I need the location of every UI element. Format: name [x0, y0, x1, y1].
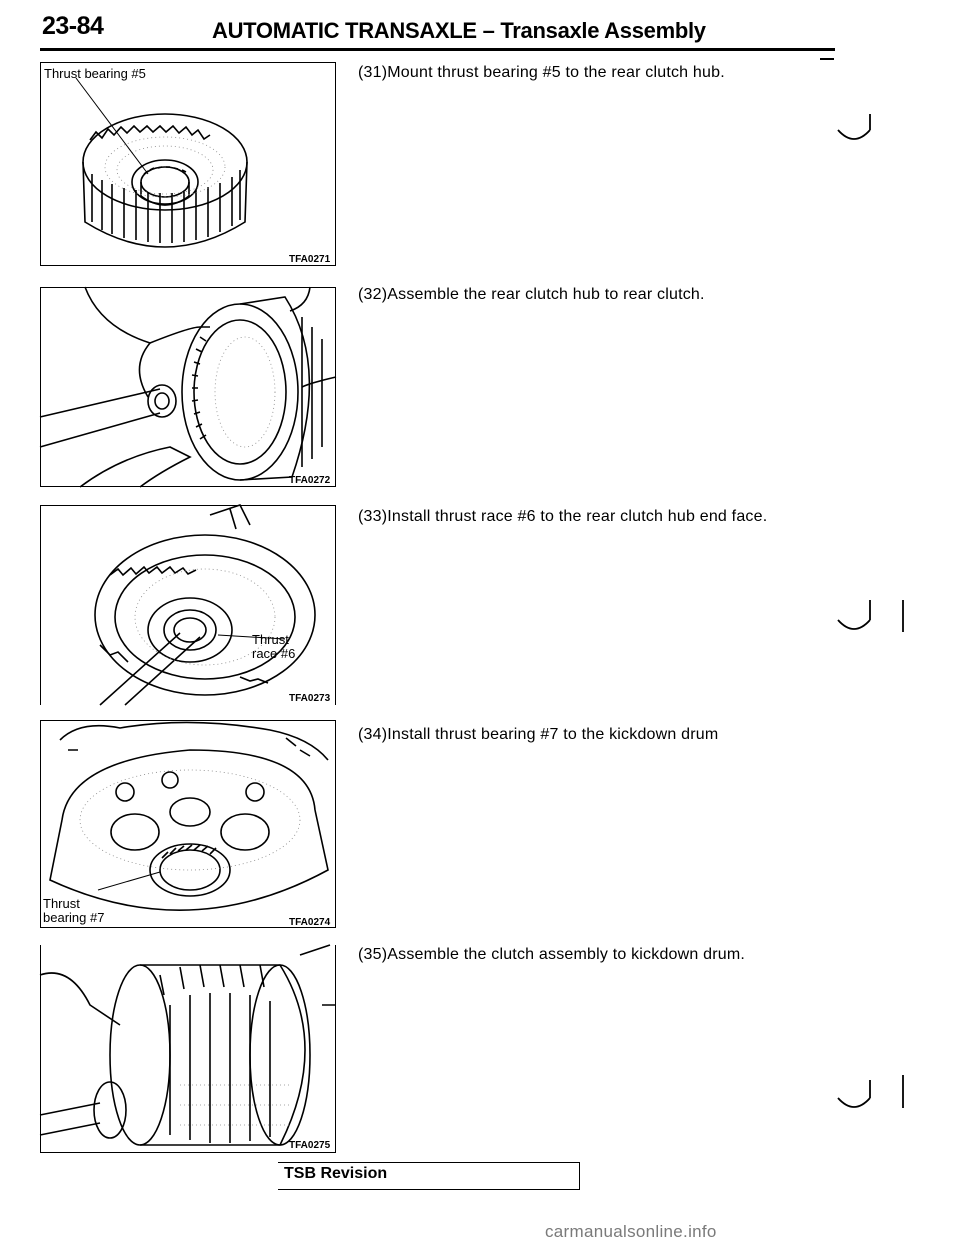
margin-marks [837, 114, 904, 1108]
step-31: (31)Mount thrust bearing #5 to the rear … [358, 64, 725, 82]
figure-3-label-line2: race #6 [252, 646, 296, 661]
figure-1-illustration [75, 77, 248, 248]
step-33-text: Install thrust race #6 to the rear clutc… [387, 508, 768, 525]
header-dash [820, 58, 834, 60]
figure-frame-3 [40, 505, 336, 705]
watermark[interactable]: carmanualsonline.info [545, 1222, 717, 1241]
figure-4-label-line2: bearing #7 [43, 910, 105, 925]
figure-frame-4 [40, 720, 336, 928]
figure-4-label-line1: Thrust [43, 896, 80, 911]
step-34-text: Install thrust bearing #7 to the kickdow… [387, 726, 719, 743]
figure-3-label: Thrust race #6 [252, 633, 295, 661]
figure-5-code: TFA0275 [289, 1140, 331, 1151]
step-34: (34)Install thrust bearing #7 to the kic… [358, 726, 718, 744]
step-35-text: Assemble the clutch assembly to kickdown… [387, 946, 746, 963]
tsb-revision-label: TSB Revision [284, 1165, 388, 1182]
page-title: AUTOMATIC TRANSAXLE – Transaxle Assembly [212, 18, 706, 43]
step-32: (32)Assemble the rear clutch hub to rear… [358, 286, 705, 304]
figure-4-illustration [49, 721, 329, 911]
figure-5-illustration [39, 944, 336, 1146]
figure-frame-2 [40, 287, 336, 487]
figure-3-code: TFA0273 [289, 693, 331, 704]
step-34-number: (34) [358, 726, 388, 743]
figure-2-code: TFA0272 [289, 475, 331, 486]
step-32-text: Assemble the rear clutch hub to rear clu… [387, 286, 705, 303]
figure-3-label-line1: Thrust [252, 632, 289, 647]
step-32-number: (32) [358, 286, 388, 303]
step-31-text: Mount thrust bearing #5 to the rear clut… [387, 64, 725, 81]
step-35-number: (35) [358, 946, 388, 963]
figure-frame-1 [40, 62, 336, 266]
page-number: 23-84 [42, 12, 104, 40]
figure-2-illustration [39, 286, 337, 488]
figure-4-label: Thrust bearing #7 [43, 897, 104, 925]
step-33: (33)Install thrust race #6 to the rear c… [358, 508, 767, 526]
step-31-number: (31) [358, 64, 388, 81]
step-35: (35)Assemble the clutch assembly to kick… [358, 946, 745, 964]
figure-frame-5 [40, 945, 336, 1153]
header-rule [40, 48, 835, 51]
figure-1-label: Thrust bearing #5 [44, 66, 146, 81]
step-33-number: (33) [358, 508, 388, 525]
figure-1-code: TFA0271 [289, 254, 331, 265]
figure-4-code: TFA0274 [289, 917, 331, 928]
tsb-revision-box [278, 1162, 580, 1190]
figure-3-illustration [94, 504, 316, 706]
